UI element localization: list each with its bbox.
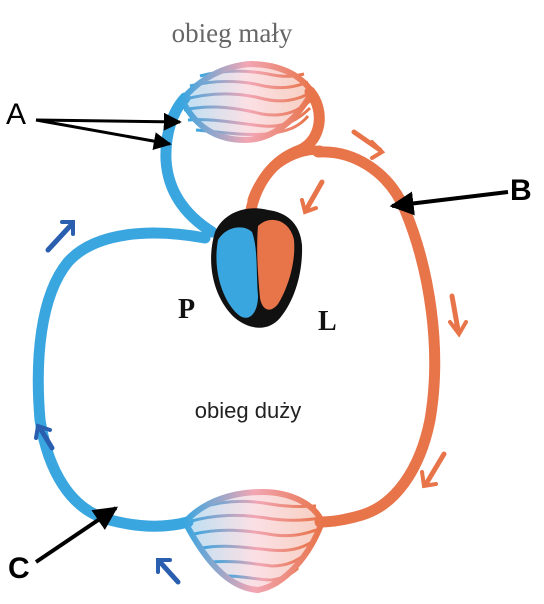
heart: [211, 208, 302, 328]
flow-arrow-blue-top: [48, 224, 72, 250]
body-capillary-bed: [185, 492, 322, 590]
flow-arrow-red-bottom: [426, 454, 444, 484]
marker-a-label: A: [6, 98, 26, 131]
marker-a-pointer-lower: [36, 120, 170, 144]
systemic-vein-blue: [38, 233, 205, 526]
pulmonary-circulation-label: obieg mały: [172, 18, 293, 48]
heart-right-side: [216, 227, 258, 317]
systemic-circulation-label: obieg duży: [195, 398, 301, 423]
marker-c-label: C: [8, 552, 30, 585]
marker-c-pointer: [36, 508, 116, 562]
marker-b-label: B: [510, 174, 532, 207]
left-side-label: L: [318, 306, 337, 337]
marker-a-pointer-upper: [36, 120, 180, 122]
right-side-label: P: [178, 294, 195, 325]
lung-capillary-bed: [182, 64, 312, 140]
flow-arrow-blue-bottom: [160, 562, 178, 582]
flow-arrow-red-inner: [306, 182, 322, 210]
marker-b-pointer: [392, 192, 508, 206]
